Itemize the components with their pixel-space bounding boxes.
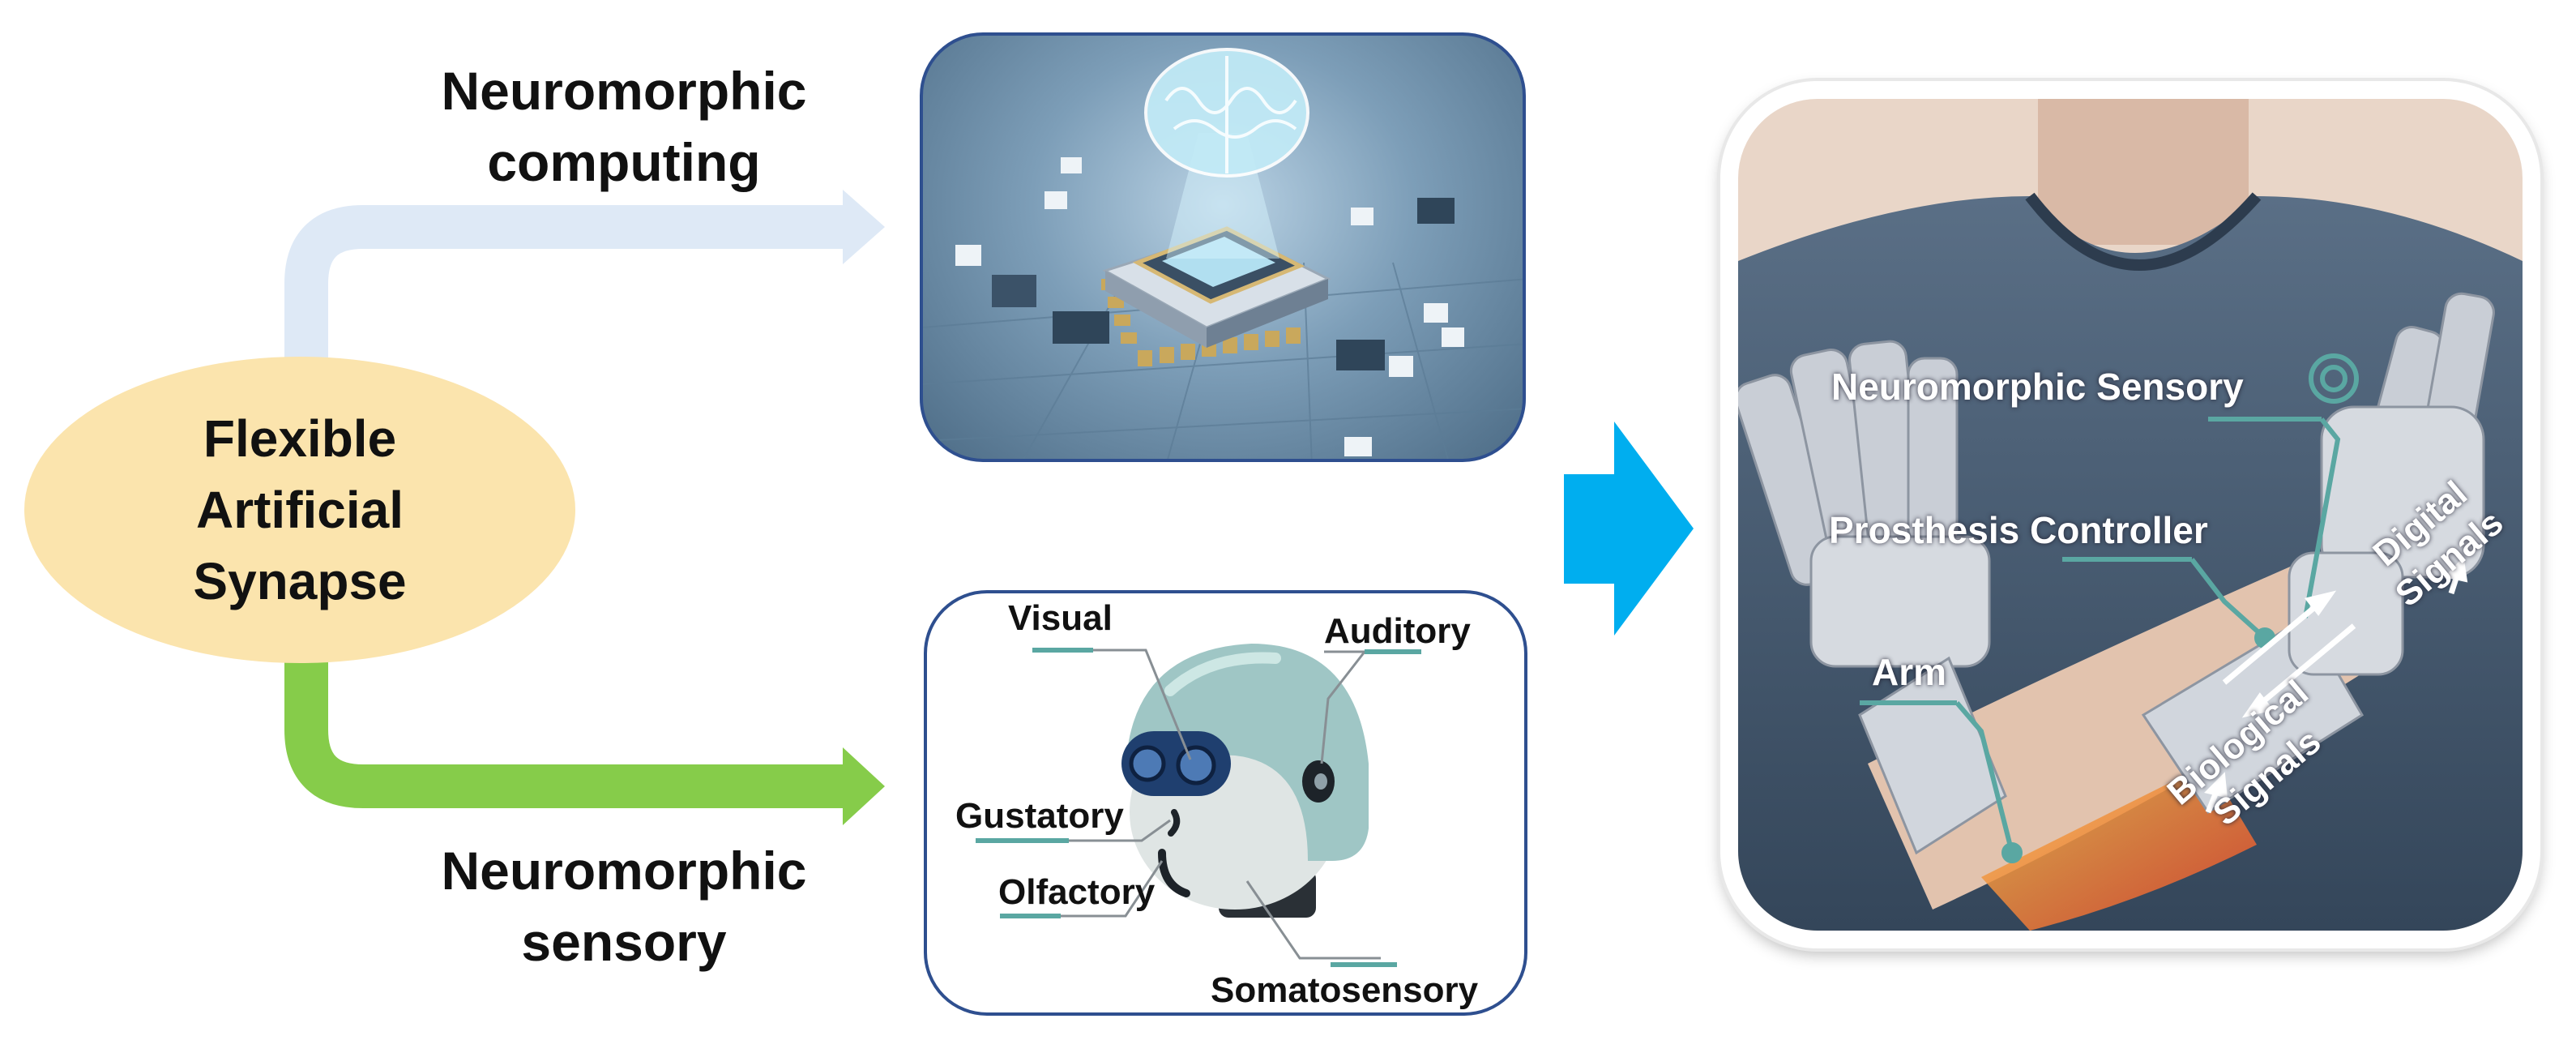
arrow-head-sensory bbox=[843, 747, 885, 825]
cube bbox=[1344, 437, 1372, 456]
robot-nose bbox=[1168, 809, 1181, 837]
label-prosthesis-controller: Prosthesis Controller bbox=[1829, 509, 2208, 551]
label-gustatory: Gustatory bbox=[955, 796, 1124, 836]
chip-glow bbox=[1162, 237, 1275, 287]
computing-label-line2: computing bbox=[487, 132, 761, 192]
cube bbox=[992, 275, 1036, 307]
shirt-collar bbox=[2025, 192, 2262, 271]
robot-head-illustration bbox=[976, 644, 1421, 967]
cube bbox=[1061, 157, 1082, 173]
label-visual: Visual bbox=[1008, 598, 1113, 638]
sensory-label-line2: sensory bbox=[521, 912, 727, 972]
label-neuromorphic-sensory: Neuromorphic Sensory bbox=[1831, 366, 2244, 408]
neck bbox=[2038, 99, 2249, 245]
robot-eye-right bbox=[1176, 745, 1216, 785]
chip-illustration bbox=[923, 48, 1523, 459]
robot-mouth bbox=[1158, 849, 1190, 897]
main-arrow bbox=[1564, 422, 1694, 636]
label-arm: Arm bbox=[1872, 651, 1947, 693]
arrow-to-computing bbox=[284, 205, 843, 381]
cube bbox=[1389, 356, 1413, 377]
sensory-label: Neuromorphic sensory bbox=[389, 835, 859, 978]
prosthesis-illustration bbox=[1738, 99, 2523, 931]
computing-label: Neuromorphic computing bbox=[389, 55, 859, 198]
robot-eye-left bbox=[1129, 745, 1166, 782]
label-somatosensory: Somatosensory bbox=[1211, 970, 1479, 1010]
robot-hand-right bbox=[2288, 292, 2495, 676]
prosthetic-socket-left bbox=[1858, 656, 2007, 855]
helmet-highlight bbox=[1164, 652, 1281, 696]
robot-helmet bbox=[1126, 644, 1369, 861]
brain-folds bbox=[1164, 56, 1297, 173]
synapse-label: Flexible Artificial Synapse bbox=[24, 403, 575, 617]
chip-side bbox=[1105, 271, 1207, 348]
robot-hand-left bbox=[1738, 340, 1991, 668]
cube bbox=[1424, 303, 1448, 323]
chip-pins bbox=[1101, 279, 1301, 366]
signal-arrows bbox=[2204, 556, 2468, 814]
cube bbox=[1417, 198, 1455, 224]
arrow-head-computing bbox=[843, 190, 885, 264]
cube bbox=[1053, 311, 1109, 344]
synapse-label-line2: Artificial bbox=[195, 481, 404, 539]
sensory-label-line1: Neuromorphic bbox=[441, 841, 807, 901]
synapse-label-line1: Flexible bbox=[203, 409, 397, 468]
computing-label-line1: Neuromorphic bbox=[441, 61, 807, 121]
arrow-to-sensory bbox=[284, 632, 843, 808]
cube bbox=[1442, 327, 1464, 347]
label-auditory: Auditory bbox=[1324, 611, 1471, 651]
signal-glow bbox=[1981, 764, 2257, 931]
computing-panel bbox=[920, 32, 1526, 462]
cube bbox=[955, 245, 981, 266]
sensory-panel: Visual Auditory Gustatory Olfactory Soma… bbox=[924, 590, 1527, 1016]
cube bbox=[1044, 191, 1067, 209]
cube bbox=[1336, 340, 1385, 370]
cube bbox=[1351, 208, 1373, 225]
synapse-label-line3: Synapse bbox=[193, 552, 407, 610]
chip-side2 bbox=[1207, 279, 1328, 348]
sensory-label-underlines bbox=[976, 648, 1421, 967]
label-olfactory: Olfactory bbox=[998, 872, 1156, 912]
synapse-ellipse bbox=[24, 357, 575, 663]
prosthesis-panel-frame: Neuromorphic Sensory Prosthesis Controll… bbox=[1720, 81, 2540, 948]
sensory-annotation-lines bbox=[1061, 648, 1381, 960]
